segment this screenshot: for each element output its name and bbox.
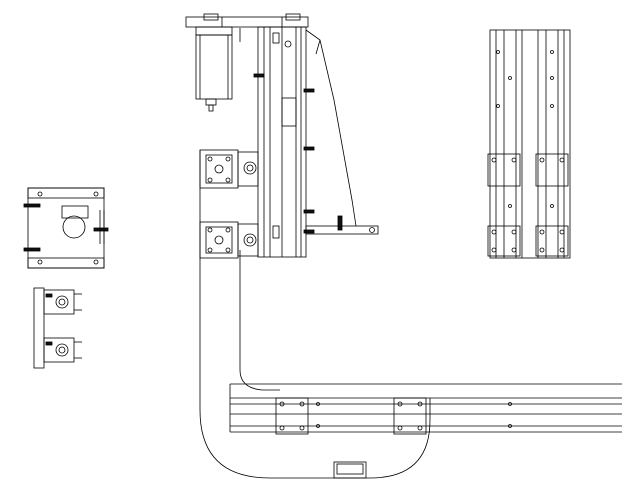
stepper-motor	[185, 13, 309, 112]
mounting-bracket-front-view	[23, 187, 109, 269]
rail-top-view	[487, 29, 571, 259]
cable-chain	[199, 150, 431, 479]
horizontal-rail-carriage-left	[275, 397, 309, 435]
carriage-bearing-block-upper	[199, 149, 259, 189]
horizontal-rail-carriage-right	[393, 397, 427, 435]
vertical-linear-guide	[253, 26, 379, 258]
carriage-bearing-block-lower	[199, 221, 259, 259]
bearing-blocks-side-view	[33, 287, 82, 369]
